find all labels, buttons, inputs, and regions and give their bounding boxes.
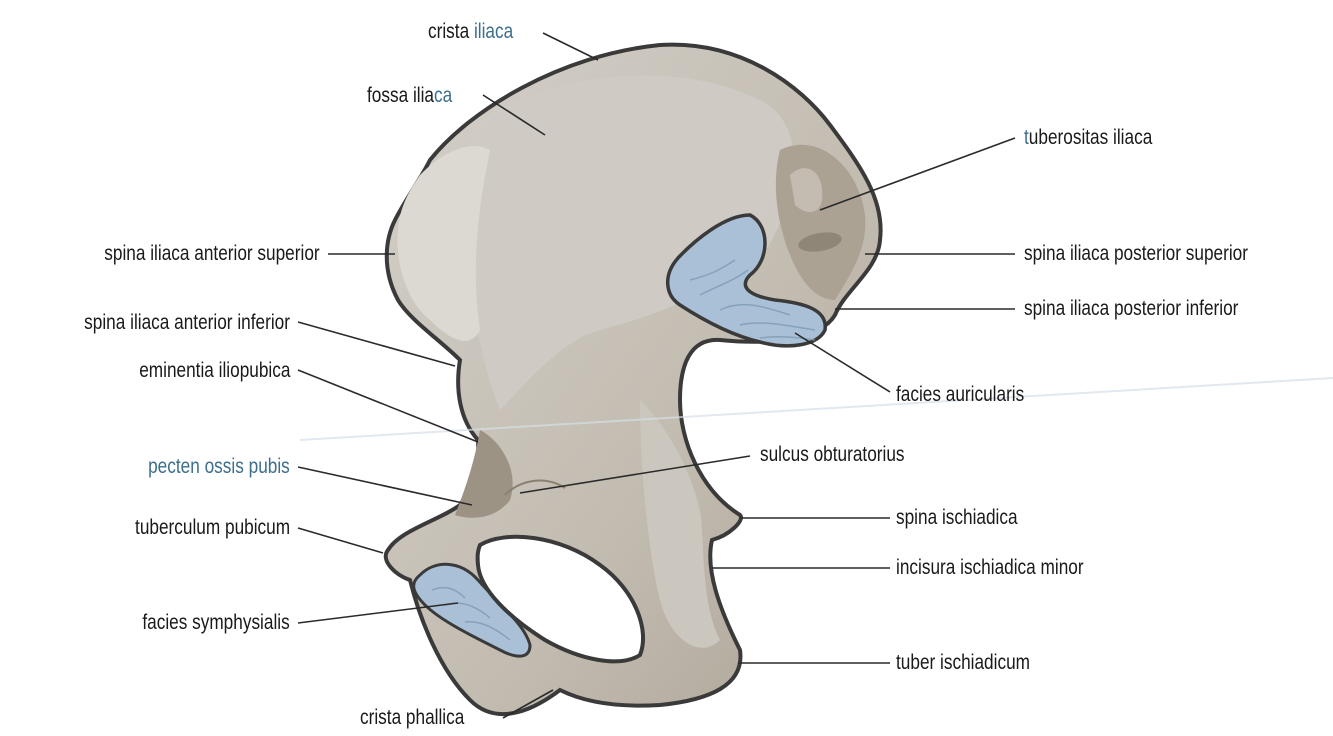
label-spina-iliaca-posterior-inferior: spina iliaca posterior inferior (1024, 297, 1238, 321)
label-spina-iliaca-anterior-inferior: spina iliaca anterior inferior (84, 311, 290, 335)
leader-eminentia (298, 370, 478, 442)
label-incisura-ischiadica-minor: incisura ischiadica minor (896, 556, 1084, 580)
label-crista-phallica: crista phallica (360, 706, 464, 730)
label-facies-symphysialis: facies symphysialis (143, 611, 290, 635)
label-pecten-ossis-pubis: pecten ossis pubis (148, 455, 290, 479)
leader-pecten (298, 467, 472, 505)
label-tuberculum-pubicum: tuberculum pubicum (135, 516, 290, 540)
label-facies-auricularis: facies auricularis (896, 383, 1024, 407)
leader-facies-auricularis (795, 333, 890, 392)
label-spina-iliaca-posterior-superior: spina iliaca posterior superior (1024, 242, 1248, 266)
label-tuberositas-iliaca: tuberositas iliaca (1024, 126, 1152, 150)
leader-crista-iliaca (543, 33, 598, 60)
label-spina-ischiadica: spina ischiadica (896, 506, 1018, 530)
label-tuber-ischiadicum: tuber ischiadicum (896, 651, 1030, 675)
label-fossa-iliaca: fossa iliaca (367, 84, 452, 108)
label-crista-iliaca: crista iliaca (428, 20, 513, 44)
label-eminentia-iliopubica: eminentia iliopubica (139, 359, 290, 383)
label-sulcus-obturatorius: sulcus obturatorius (760, 443, 905, 467)
leader-tuberculum (298, 528, 383, 553)
scan-artifact (300, 378, 1333, 440)
label-spina-iliaca-anterior-superior: spina iliaca anterior superior (105, 242, 320, 266)
